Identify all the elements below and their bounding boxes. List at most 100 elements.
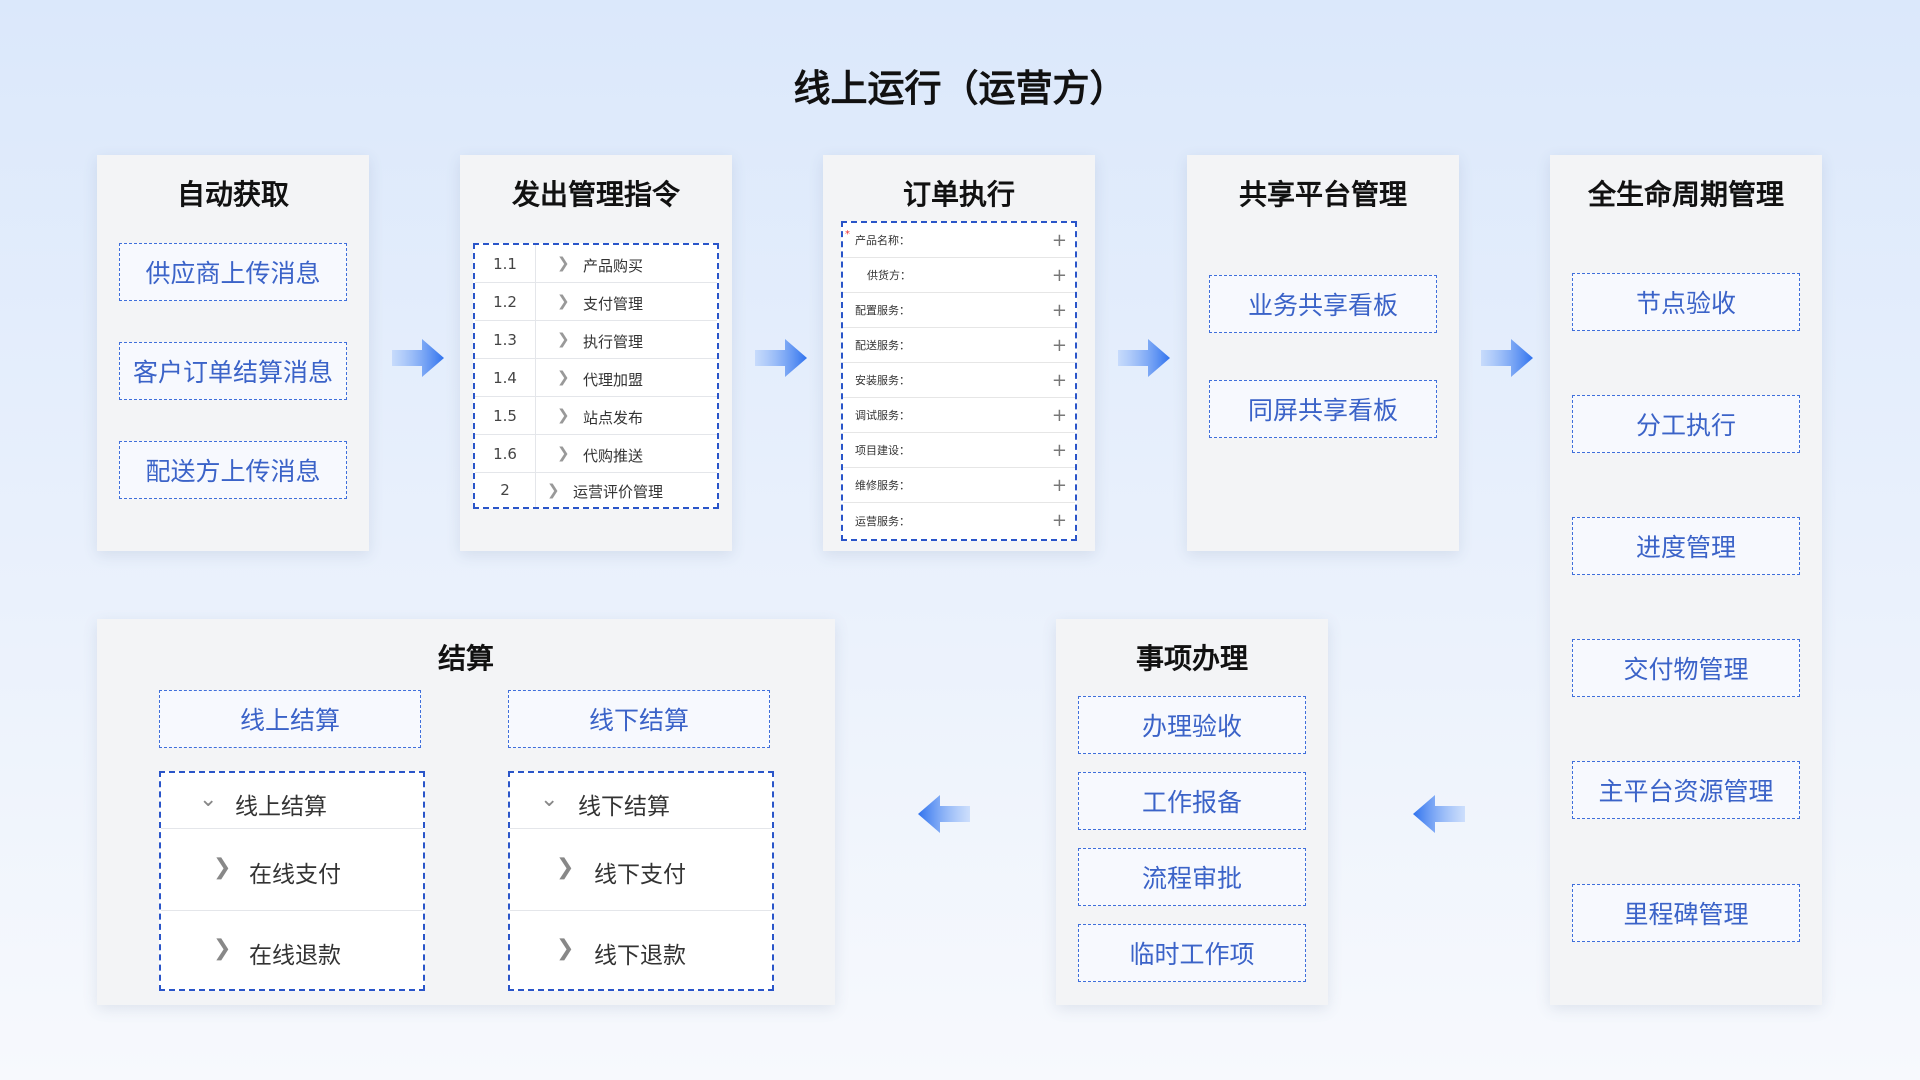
settlement-online-item-label: 在线支付 bbox=[249, 862, 341, 888]
order-form: * 产品名称： + 供货方： + 配置服务： + 配送服务： + 安装服务： +… bbox=[841, 221, 1077, 541]
command-row-num: 1.2 bbox=[475, 283, 536, 320]
panel-lifecycle: 全生命周期管理 节点验收 分工执行 进度管理 交付物管理 主平台资源管理 里程碑… bbox=[1550, 155, 1822, 1005]
chevron-right-icon: ❯ bbox=[557, 254, 570, 272]
panel-order: 订单执行 * 产品名称： + 供货方： + 配置服务： + 配送服务： + 安装… bbox=[823, 155, 1095, 551]
panel-title-affairs: 事项办理 bbox=[1135, 642, 1248, 675]
plus-icon[interactable]: + bbox=[1051, 299, 1067, 321]
settlement-offline-header[interactable]: ⌄ 线下结算 bbox=[510, 773, 772, 829]
arrow-right-icon bbox=[1118, 339, 1170, 377]
chevron-down-icon: ⌄ bbox=[199, 787, 218, 812]
lifecycle-item-node-acceptance[interactable]: 节点验收 bbox=[1572, 273, 1800, 331]
panel-title-settlement: 结算 bbox=[437, 642, 494, 675]
command-row[interactable]: 1.5 ❯ 站点发布 bbox=[475, 397, 717, 435]
settlement-online-header[interactable]: ⌄ 线上结算 bbox=[161, 773, 423, 829]
auto-item-supplier[interactable]: 供应商上传消息 bbox=[119, 243, 347, 301]
command-row-label: 支付管理 bbox=[583, 295, 644, 313]
plus-icon[interactable]: + bbox=[1051, 369, 1067, 391]
lifecycle-item-division[interactable]: 分工执行 bbox=[1572, 395, 1800, 453]
panel-settlement: 结算 线上结算 线下结算 ⌄ 线上结算 ❯ 在线支付 ❯ 在线退款 ⌄ 线下结算… bbox=[97, 619, 835, 1005]
command-row-label: 执行管理 bbox=[583, 333, 644, 351]
order-field[interactable]: 调试服务： + bbox=[843, 398, 1075, 433]
order-field-label: 调试服务： bbox=[855, 409, 910, 422]
command-row[interactable]: 1.1 ❯ 产品购买 bbox=[475, 245, 717, 283]
chevron-right-icon: ❯ bbox=[213, 936, 232, 961]
arrow-left-icon bbox=[918, 795, 970, 833]
command-row[interactable]: 1.3 ❯ 执行管理 bbox=[475, 321, 717, 359]
settlement-online-item[interactable]: ❯ 在线退款 bbox=[161, 911, 423, 989]
panel-title-order: 订单执行 bbox=[902, 178, 1015, 211]
plus-icon[interactable]: + bbox=[1051, 474, 1067, 496]
command-row-label: 代购推送 bbox=[583, 447, 644, 465]
lifecycle-item-milestone[interactable]: 里程碑管理 bbox=[1572, 884, 1800, 942]
order-field-label: 运营服务： bbox=[855, 514, 910, 528]
command-list: 1.1 ❯ 产品购买 1.2 ❯ 支付管理 1.3 ❯ 执行管理 1.4 ❯ 代… bbox=[473, 243, 719, 509]
settlement-offline-item[interactable]: ❯ 线下退款 bbox=[510, 911, 772, 989]
plus-icon[interactable]: + bbox=[1051, 439, 1067, 461]
command-row[interactable]: 1.4 ❯ 代理加盟 bbox=[475, 359, 717, 397]
settlement-offline-label[interactable]: 线下结算 bbox=[508, 690, 770, 748]
lifecycle-item-progress[interactable]: 进度管理 bbox=[1572, 517, 1800, 575]
arrow-right-icon bbox=[755, 339, 807, 377]
plus-icon[interactable]: + bbox=[1051, 229, 1067, 251]
plus-icon[interactable]: + bbox=[1051, 334, 1067, 356]
required-mark: * bbox=[845, 229, 850, 240]
settlement-online-list: ⌄ 线上结算 ❯ 在线支付 ❯ 在线退款 bbox=[159, 771, 425, 991]
order-field-label: 配置服务： bbox=[855, 304, 910, 317]
command-row[interactable]: 2 ❯ 运营评价管理 bbox=[475, 473, 717, 507]
settlement-online-item[interactable]: ❯ 在线支付 bbox=[161, 829, 423, 911]
lifecycle-item-deliverables[interactable]: 交付物管理 bbox=[1572, 639, 1800, 697]
chevron-right-icon: ❯ bbox=[557, 292, 570, 310]
order-field-label: 项目建设： bbox=[855, 444, 910, 457]
order-field[interactable]: 安装服务： + bbox=[843, 363, 1075, 398]
affairs-item-temporary[interactable]: 临时工作项 bbox=[1078, 924, 1306, 982]
order-field[interactable]: 项目建设： + bbox=[843, 433, 1075, 468]
settlement-offline-item[interactable]: ❯ 线下支付 bbox=[510, 829, 772, 911]
command-row-label: 产品购买 bbox=[583, 257, 644, 275]
order-field[interactable]: 配置服务： + bbox=[843, 293, 1075, 328]
share-item-business-board[interactable]: 业务共享看板 bbox=[1209, 275, 1437, 333]
order-field-label: 产品名称： bbox=[855, 234, 910, 247]
chevron-right-icon: ❯ bbox=[556, 936, 575, 961]
affairs-item-approval[interactable]: 流程审批 bbox=[1078, 848, 1306, 906]
command-row[interactable]: 1.2 ❯ 支付管理 bbox=[475, 283, 717, 321]
command-row-num: 1.5 bbox=[475, 397, 536, 434]
chevron-right-icon: ❯ bbox=[213, 855, 232, 880]
command-row-num: 1.3 bbox=[475, 321, 536, 358]
chevron-right-icon: ❯ bbox=[557, 406, 570, 424]
auto-item-distributor[interactable]: 配送方上传消息 bbox=[119, 441, 347, 499]
panel-affairs: 事项办理 办理验收 工作报备 流程审批 临时工作项 bbox=[1056, 619, 1328, 1005]
auto-item-customer-order[interactable]: 客户订单结算消息 bbox=[119, 342, 347, 400]
share-item-screen-board[interactable]: 同屏共享看板 bbox=[1209, 380, 1437, 438]
order-field-label: 供货方： bbox=[867, 269, 911, 282]
command-row-num: 1.4 bbox=[475, 359, 536, 396]
affairs-item-acceptance[interactable]: 办理验收 bbox=[1078, 696, 1306, 754]
order-field[interactable]: 维修服务： + bbox=[843, 468, 1075, 503]
chevron-right-icon: ❯ bbox=[557, 444, 570, 462]
chevron-right-icon: ❯ bbox=[547, 481, 560, 499]
panel-title-share-platform: 共享平台管理 bbox=[1238, 178, 1407, 211]
settlement-offline-header-label: 线下结算 bbox=[578, 794, 670, 820]
command-row-num: 2 bbox=[475, 473, 536, 507]
plus-icon[interactable]: + bbox=[1051, 510, 1067, 531]
chevron-right-icon: ❯ bbox=[557, 368, 570, 386]
settlement-online-item-label: 在线退款 bbox=[249, 943, 341, 969]
settlement-online-label[interactable]: 线上结算 bbox=[159, 690, 421, 748]
order-field[interactable]: 运营服务： + bbox=[843, 503, 1075, 538]
lifecycle-item-resources[interactable]: 主平台资源管理 bbox=[1572, 761, 1800, 819]
chevron-right-icon: ❯ bbox=[556, 855, 575, 880]
plus-icon[interactable]: + bbox=[1051, 404, 1067, 426]
settlement-offline-item-label: 线下退款 bbox=[594, 943, 686, 969]
order-field[interactable]: 配送服务： + bbox=[843, 328, 1075, 363]
order-field-label: 维修服务： bbox=[855, 479, 910, 492]
affairs-item-report[interactable]: 工作报备 bbox=[1078, 772, 1306, 830]
plus-icon[interactable]: + bbox=[1051, 264, 1067, 286]
order-field[interactable]: * 产品名称： + bbox=[843, 223, 1075, 258]
arrow-right-icon bbox=[1481, 339, 1533, 377]
panel-auto-fetch: 自动获取 供应商上传消息 客户订单结算消息 配送方上传消息 bbox=[97, 155, 369, 551]
panel-title-lifecycle: 全生命周期管理 bbox=[1587, 178, 1784, 211]
order-field[interactable]: 供货方： + bbox=[843, 258, 1075, 293]
command-row[interactable]: 1.6 ❯ 代购推送 bbox=[475, 435, 717, 473]
page-title: 线上运行（运营方） bbox=[793, 67, 1127, 110]
panel-title-auto-fetch: 自动获取 bbox=[176, 178, 289, 211]
command-row-label: 运营评价管理 bbox=[573, 483, 664, 501]
